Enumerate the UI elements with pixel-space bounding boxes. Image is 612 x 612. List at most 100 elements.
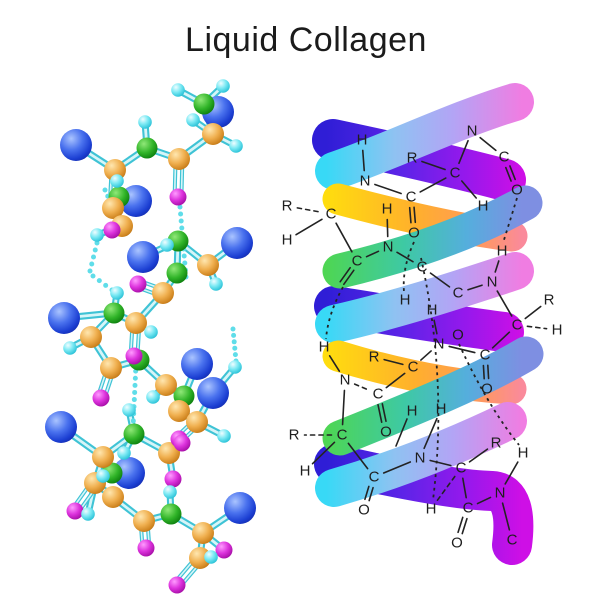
carbon-orange-sphere	[133, 510, 155, 532]
chem-label: C	[499, 149, 510, 166]
chem-bond	[505, 166, 512, 182]
chem-bond	[311, 441, 336, 465]
chem-label: C	[337, 427, 348, 444]
oxygen-magenta-sphere	[92, 389, 110, 407]
oxygen-magenta-sphere	[169, 188, 187, 206]
chem-bond	[341, 389, 346, 426]
hydrogen-cyan-sphere	[117, 446, 131, 460]
chem-bond	[462, 477, 467, 499]
chem-bond	[419, 177, 447, 193]
chem-label: N	[340, 372, 351, 389]
chem-bond	[494, 260, 500, 273]
hydrogen-cyan-sphere	[228, 360, 242, 374]
chem-bond	[491, 331, 511, 349]
hydrogen-bond-arc	[502, 197, 518, 244]
hydrogen-cyan-sphere	[163, 485, 177, 499]
hydrogen-bond-arc	[325, 286, 344, 340]
nitrogen-blue-sphere	[113, 457, 145, 489]
chem-label: N	[415, 450, 426, 467]
chem-bond	[420, 350, 432, 361]
h-bond-dot	[130, 418, 136, 424]
chem-bond	[487, 364, 490, 380]
chem-bond	[467, 284, 483, 291]
chem-label: R	[544, 292, 555, 309]
hydrogen-cyan-sphere	[110, 174, 124, 188]
chem-label: H	[436, 401, 447, 418]
hydrogen-cyan-sphere	[204, 550, 218, 564]
ribbon-band	[315, 402, 527, 507]
carbon-orange-sphere	[186, 411, 208, 433]
chem-bond	[433, 319, 438, 335]
hydrogen-cyan-sphere	[122, 403, 136, 417]
chem-bond	[381, 403, 387, 423]
chem-bond	[328, 355, 341, 372]
oxygen-magenta-sphere	[173, 434, 191, 452]
chem-label: C	[326, 206, 337, 223]
chem-bond	[468, 448, 489, 463]
chem-bond	[383, 358, 404, 366]
chem-bond	[479, 136, 497, 152]
chem-label: N	[383, 239, 394, 256]
dashed-bond	[296, 207, 322, 213]
chem-bond	[395, 418, 408, 447]
chem-label: C	[463, 500, 474, 517]
dashed-bond	[526, 325, 548, 330]
hydrogen-cyan-sphere	[209, 277, 223, 291]
chem-bond	[458, 139, 469, 165]
chem-label: C	[512, 317, 523, 334]
nitrogen-blue-sphere	[127, 241, 159, 273]
hydrogen-cyan-sphere	[216, 79, 230, 93]
h-bond-dot	[132, 389, 138, 395]
chem-label: H	[300, 463, 311, 480]
chem-bond	[377, 403, 383, 423]
h-bond-dot	[232, 345, 238, 351]
chem-label: H	[518, 445, 529, 462]
hydrogen-cyan-sphere	[110, 286, 124, 300]
chem-bond	[382, 461, 412, 474]
chem-label: C	[456, 460, 467, 477]
oxygen-magenta-sphere	[103, 221, 121, 239]
h-bond-dot	[131, 397, 137, 403]
chem-bond	[496, 290, 513, 317]
chem-bond	[448, 345, 476, 354]
ribbon-band	[322, 185, 543, 289]
molecule-model	[45, 79, 256, 594]
chem-label: N	[495, 485, 506, 502]
dashed-bond	[353, 383, 370, 391]
chem-label: C	[450, 165, 461, 182]
h-bond-dot	[178, 211, 184, 217]
chem-label: C	[453, 285, 464, 302]
chem-bond	[413, 206, 417, 224]
h-bond-dot	[96, 278, 102, 284]
chem-bond	[460, 180, 478, 199]
hydrogen-cyan-sphere	[171, 83, 185, 97]
chem-label: N	[467, 123, 478, 140]
page-title: Liquid Collagen	[185, 21, 427, 59]
ribbon-band	[315, 83, 534, 190]
hydrogen-cyan-sphere	[217, 429, 231, 443]
chem-label: H	[282, 232, 293, 249]
hydrogen-cyan-sphere	[229, 139, 243, 153]
chem-bond	[429, 459, 452, 467]
h-bond-dot	[89, 261, 95, 267]
chem-label: O	[481, 381, 493, 398]
nitrogen-blue-sphere	[221, 227, 253, 259]
chem-label: C	[369, 469, 380, 486]
chem-label: N	[360, 173, 371, 190]
carbon-orange-sphere	[158, 442, 180, 464]
chem-label: C	[417, 259, 428, 276]
oxygen-magenta-sphere	[66, 502, 84, 520]
chem-bond	[339, 266, 352, 283]
chem-label: R	[282, 198, 293, 215]
chem-bond	[457, 516, 464, 534]
h-bond-dot	[132, 375, 138, 381]
chem-label: C	[480, 347, 491, 364]
chem-bond	[396, 251, 414, 263]
chem-bond	[509, 165, 516, 181]
chem-bond	[482, 364, 485, 380]
nitrogen-blue-sphere	[45, 411, 77, 443]
chem-bond	[421, 160, 446, 171]
h-bond-dot	[178, 218, 184, 224]
